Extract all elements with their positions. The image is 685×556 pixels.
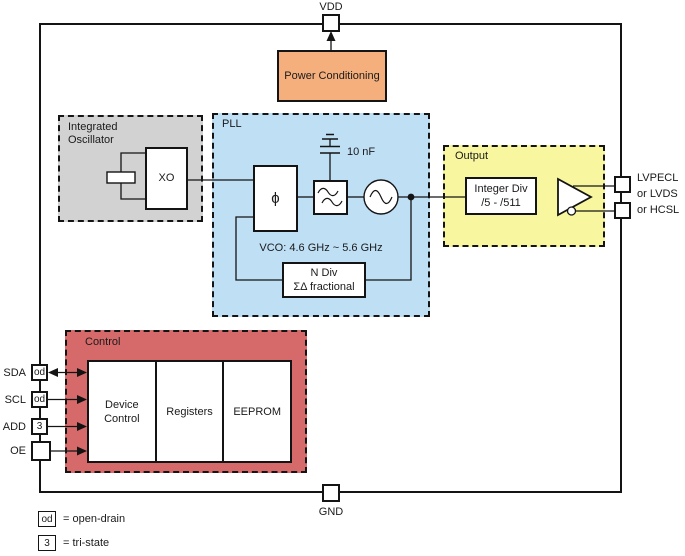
scl-label: SCL xyxy=(4,394,26,406)
control-inner-block: Device Control Registers EEPROM xyxy=(87,360,292,463)
vdd-pin xyxy=(322,14,340,32)
loop-filter-block xyxy=(313,180,348,215)
gnd-pin xyxy=(322,484,340,502)
vdd-label: VDD xyxy=(319,1,343,13)
pll-title: PLL xyxy=(222,118,242,130)
eeprom-section: EEPROM xyxy=(222,362,290,461)
integrated-oscillator-title: Integrated Oscillator xyxy=(68,121,118,146)
integer-divider-line1: Integer Div xyxy=(474,183,528,195)
capacitor-value-label: 10 nF xyxy=(347,146,376,158)
xo-label: XO xyxy=(158,172,175,184)
integer-divider-block: Integer Div /5 - /511 xyxy=(465,177,537,215)
registers-section: Registers xyxy=(154,362,223,461)
oe-label: OE xyxy=(10,445,26,457)
oe-pin xyxy=(31,441,51,461)
integer-divider-line2: /5 - /511 xyxy=(481,197,521,209)
legend-od-symbol: od xyxy=(38,511,56,527)
n-divider-block: N Div ΣΔ fractional xyxy=(282,262,366,298)
power-conditioning-block: Power Conditioning xyxy=(277,50,387,102)
scl-pin: od xyxy=(31,391,48,408)
output-signal-line3: or HCSL xyxy=(637,204,680,216)
output-pin-bottom xyxy=(614,202,631,219)
control-title: Control xyxy=(85,336,121,348)
power-conditioning-label: Power Conditioning xyxy=(284,69,380,82)
legend-tristate-text: = tri-state xyxy=(63,537,110,549)
gnd-label: GND xyxy=(318,506,344,518)
sda-pin: od xyxy=(31,364,48,381)
vco-range-label: VCO: 4.6 GHz ~ 5.6 GHz xyxy=(259,242,383,254)
sda-label: SDA xyxy=(3,367,26,379)
xo-block: XO xyxy=(145,147,188,210)
add-label: ADD xyxy=(2,421,26,433)
phase-detector-block: ϕ xyxy=(253,165,298,232)
legend-od-text: = open-drain xyxy=(63,513,126,525)
output-signal-labels: LVPECL or LVDS or HCSL xyxy=(637,170,679,218)
n-divider-line1: N Div xyxy=(310,267,338,279)
output-pin-top xyxy=(614,176,631,193)
legend-tristate-symbol: 3 xyxy=(38,535,56,551)
add-pin: 3 xyxy=(31,418,48,435)
output-signal-line2: or LVDS xyxy=(637,188,678,200)
n-divider-line2: ΣΔ fractional xyxy=(293,281,355,293)
output-signal-line1: LVPECL xyxy=(637,172,679,184)
phase-detector-symbol: ϕ xyxy=(271,190,280,207)
output-title: Output xyxy=(455,150,489,162)
device-control-section: Device Control xyxy=(104,398,140,425)
